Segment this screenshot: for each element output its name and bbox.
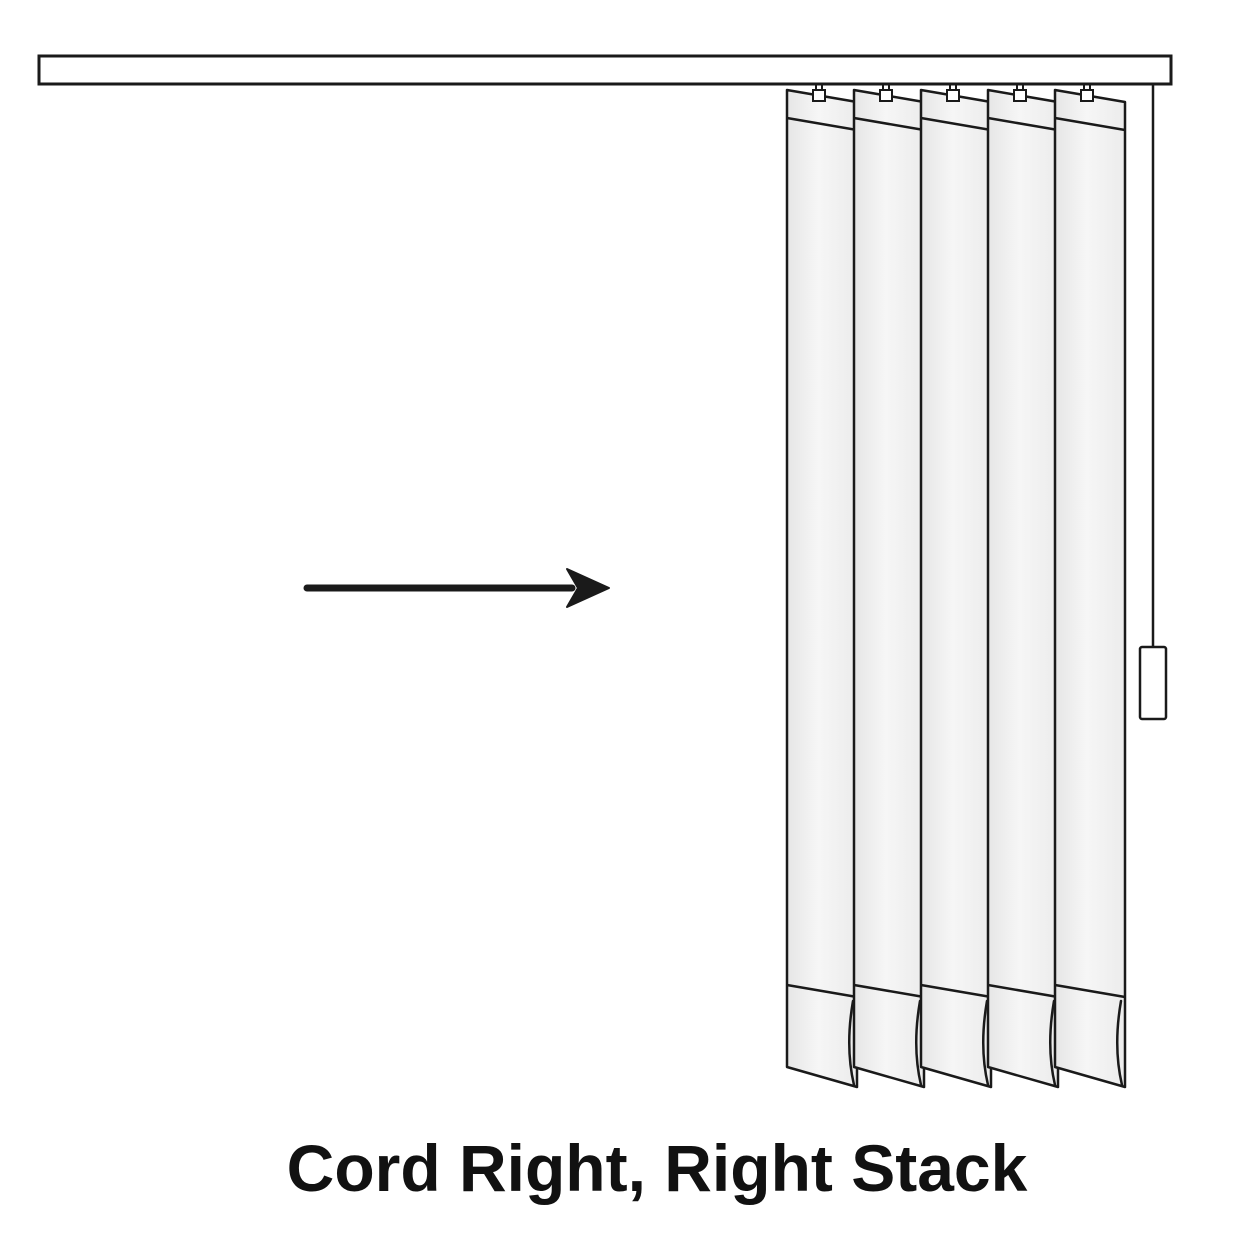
headrail [37,54,1173,86]
blind-slat [986,84,1060,1089]
slat-hanger-icon [812,84,826,102]
blind-slat [919,84,993,1089]
slat-hanger-icon [1013,84,1027,102]
arrow-right-icon [303,568,610,608]
slat-hanger-icon [879,84,893,102]
blind-slat [785,84,859,1089]
blind-slat [1053,84,1127,1089]
slat-hanger-icon [1080,84,1094,102]
blind-slat [852,84,926,1089]
diagram-caption: Cord Right, Right Stack [286,1131,1028,1205]
slat-stack [785,84,1127,1089]
slat-hanger-icon [946,84,960,102]
cord-weight-icon [1138,645,1168,721]
